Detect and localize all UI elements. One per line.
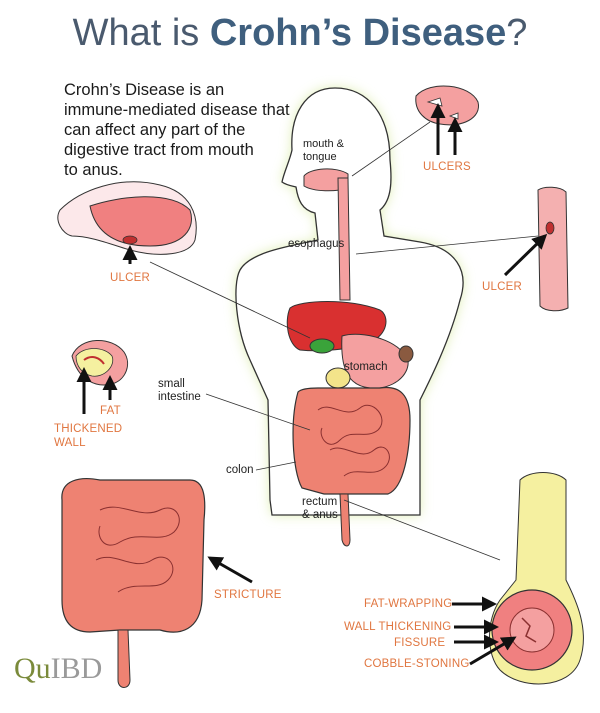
title-suffix: ? (506, 12, 528, 54)
label-stomach: stomach (344, 361, 388, 373)
ulcers-mouth-illustration (415, 85, 479, 155)
label-fat: FAT (100, 405, 121, 417)
esophagus (337, 177, 351, 301)
leader-lines (149, 121, 539, 561)
label-rectum-line: rectum (302, 496, 338, 508)
label-colon: colon (226, 464, 254, 476)
ulcer-stomach-illustration (57, 181, 197, 264)
label-mouth-line: mouth & (303, 138, 344, 150)
label-wall-thickening: WALL THICKENING (344, 621, 452, 633)
intro-line: to anus. (64, 161, 123, 179)
bowel-cross-section-illustration (452, 472, 584, 685)
label-thickened-wall: THICKENED WALL (54, 422, 122, 450)
label-small-intestine-line: intestine (158, 391, 201, 403)
stricture-colon-illustration (61, 478, 253, 688)
label-thickened-line: THICKENED (54, 423, 123, 435)
intro-text: Crohn’s Disease is an immune-mediated di… (64, 80, 324, 180)
label-mouth-line: tongue (303, 151, 337, 163)
thickened-wall-illustration (71, 339, 128, 414)
quibd-logo: QuIBD (14, 652, 102, 686)
intro-line: digestive tract from mouth (64, 141, 254, 159)
label-small-intestine: small intestine (158, 378, 201, 404)
label-small-intestine-line: small (158, 378, 185, 390)
intro-line: Crohn’s Disease is an (64, 81, 225, 99)
label-fat-wrapping: FAT-WRAPPING (364, 598, 453, 610)
label-rectum-line: & anus (302, 509, 338, 521)
label-ulcers: ULCERS (423, 161, 471, 173)
intro-line: immune-mediated disease that (64, 101, 290, 119)
logo-ibd: IBD (50, 652, 103, 685)
gallbladder (309, 338, 335, 354)
intestines (292, 386, 411, 547)
label-fissure: FISSURE (394, 637, 446, 649)
label-ulcer-stomach: ULCER (110, 272, 150, 284)
label-mouth-tongue: mouth & tongue (303, 138, 344, 164)
label-thickened-line: WALL (54, 437, 86, 449)
label-ulcer-esophagus: ULCER (482, 281, 522, 293)
title-emphasis: Crohn’s Disease (209, 12, 507, 54)
ulcer-esophagus-illustration (503, 186, 569, 312)
label-cobble-stoning: COBBLE-STONING (364, 658, 470, 670)
label-rectum-anus: rectum & anus (302, 496, 338, 522)
title-prefix: What is (72, 12, 210, 54)
label-esophagus: esophagus (288, 238, 345, 250)
label-stricture: STRICTURE (214, 589, 282, 601)
page-title: What is Crohn’s Disease? (0, 12, 600, 55)
logo-qu: Qu (14, 652, 51, 685)
spleen (398, 345, 414, 363)
intro-line: can affect any part of the (64, 121, 246, 139)
